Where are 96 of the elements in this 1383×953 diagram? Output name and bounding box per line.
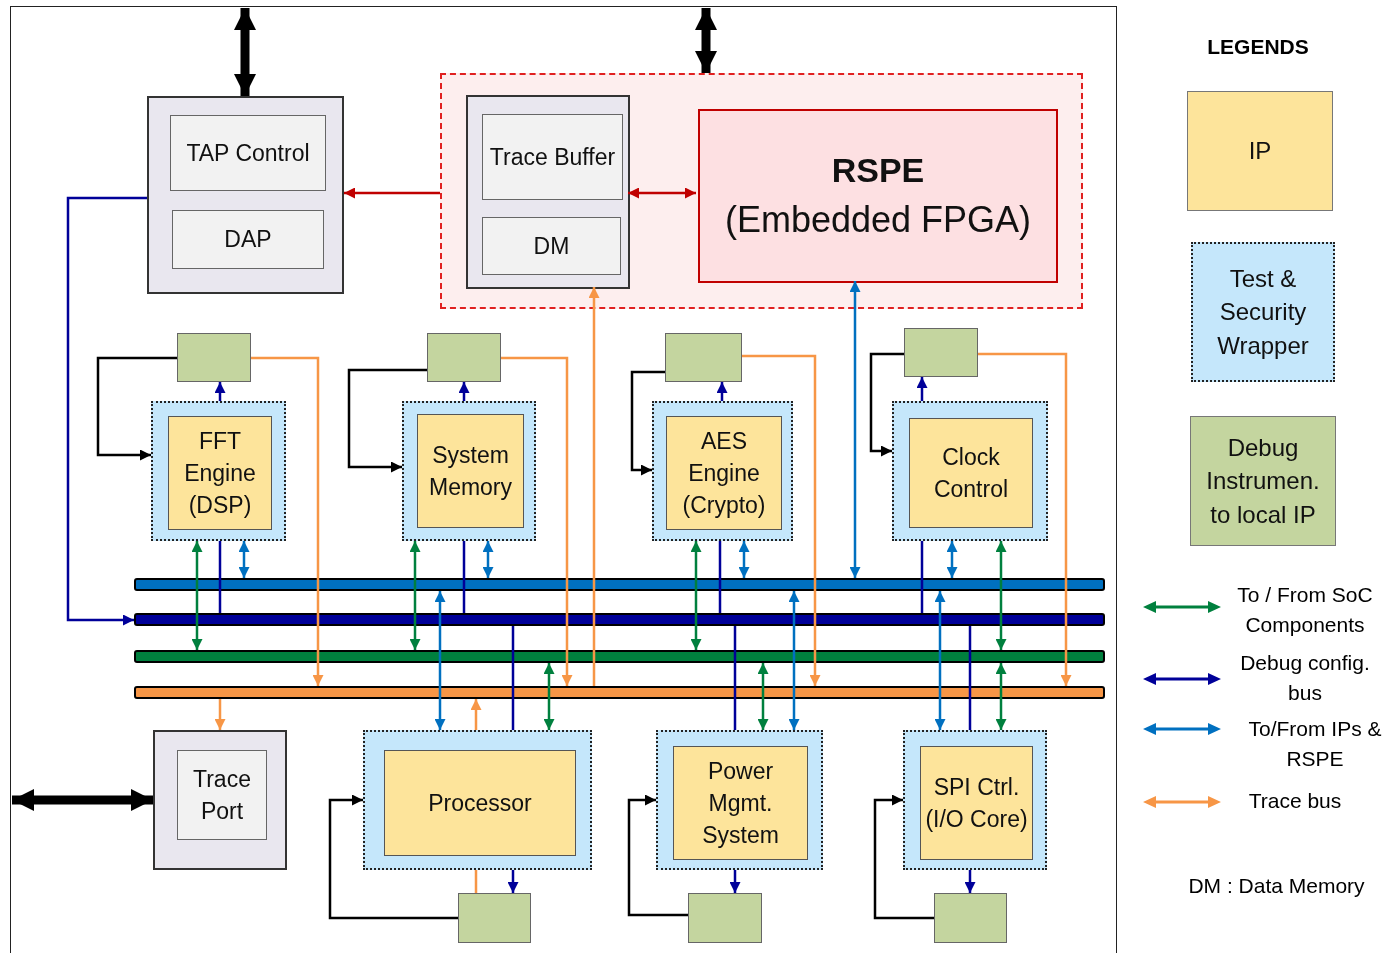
legend-heading: LEGENDS — [1206, 34, 1310, 60]
arrow — [995, 663, 1007, 730]
legend-swatch: Test & Security Wrapper — [1191, 242, 1335, 382]
debug-instrument-box — [934, 893, 1007, 943]
legend-text: To / From SoC Components — [1236, 582, 1374, 639]
arrow — [695, 8, 717, 73]
block-box: DAP — [172, 210, 324, 269]
arrow — [978, 352, 1072, 686]
bus-bar — [134, 578, 1105, 591]
ip-box: Power Mgmt. System — [673, 746, 808, 860]
wrapper-box — [652, 401, 793, 541]
legend-swatch: IP — [1187, 91, 1333, 211]
arrow — [66, 196, 147, 626]
arrow — [409, 541, 421, 650]
wrapper-box — [903, 730, 1047, 870]
arrow — [12, 789, 153, 811]
arrow — [501, 356, 573, 686]
arrow — [946, 541, 958, 578]
wrapper-box — [402, 401, 536, 541]
note-text: DM : Data Memory — [1187, 873, 1366, 899]
connector-line — [462, 541, 466, 613]
ip-box: AES Engine (Crypto) — [666, 416, 782, 530]
bus-bar — [134, 686, 1105, 699]
debug-port-box — [153, 730, 287, 870]
arrow — [729, 870, 741, 893]
ip-box: Clock Control — [909, 418, 1033, 528]
connector-line — [733, 626, 737, 730]
bus-bar — [134, 613, 1105, 626]
arrow — [716, 382, 728, 401]
arrow — [234, 8, 256, 96]
ip-box: System Memory — [417, 414, 524, 528]
arrow — [251, 356, 324, 686]
arrow — [628, 187, 696, 199]
legend-text: Trace bus — [1247, 788, 1343, 814]
arrow — [543, 663, 555, 730]
arrow — [458, 382, 470, 401]
arrow — [507, 870, 519, 893]
arrow — [849, 281, 861, 578]
block-box: Trace Buffer — [482, 114, 623, 200]
debug-instrument-box — [427, 333, 501, 382]
arrow — [191, 541, 203, 650]
wrapper-box — [656, 730, 823, 870]
block-box: Trace Port — [177, 750, 267, 840]
arrow — [588, 287, 600, 686]
arrow — [690, 541, 702, 650]
arrow — [788, 591, 800, 730]
arrow — [482, 541, 494, 578]
arrow — [630, 370, 665, 476]
arrow — [934, 591, 946, 730]
ip-box: FFT Engine (DSP) — [168, 416, 272, 530]
arrow — [627, 794, 688, 917]
arrow — [214, 382, 226, 401]
arrow — [916, 377, 928, 401]
connector-line — [968, 626, 972, 730]
arrow — [869, 352, 904, 457]
arrow — [738, 541, 750, 578]
connector-line — [218, 541, 222, 613]
fpga-region — [440, 73, 1083, 309]
arrow — [757, 663, 769, 730]
block-box: TAP Control — [170, 115, 326, 191]
arrow — [344, 187, 440, 199]
debug-instrument-box — [688, 893, 762, 943]
ip-box: Processor — [384, 750, 576, 856]
legend-text: To/From IPs & RSPE — [1247, 716, 1383, 773]
debug-instrument-box — [904, 328, 978, 377]
arrow — [995, 541, 1007, 650]
legend-text: Debug config. bus — [1239, 650, 1371, 707]
arrow — [214, 699, 226, 730]
wrapper-box — [892, 401, 1048, 541]
arrow — [434, 591, 446, 730]
arrow — [873, 794, 934, 920]
debug-instrument-box — [665, 333, 742, 382]
wrapper-box — [363, 730, 592, 870]
block-box: DM — [482, 217, 621, 275]
arrow — [470, 699, 482, 730]
connector-line — [474, 870, 478, 893]
block-subtitle: (Embedded FPGA) — [724, 197, 1032, 242]
arrow — [742, 354, 821, 686]
debug-instrument-box — [177, 333, 251, 382]
block-title: RSPE — [831, 150, 925, 191]
wrapper-box — [151, 401, 286, 541]
debug-instrument-box — [458, 893, 531, 943]
connector-line — [511, 626, 515, 730]
bus-bar — [134, 650, 1105, 663]
legend-swatch: Debug Instrumen. to local IP — [1190, 416, 1336, 546]
debug-port-box — [466, 95, 630, 289]
fpga-box — [698, 109, 1058, 283]
debug-port-box — [147, 96, 344, 294]
arrow — [238, 541, 250, 578]
ip-box: SPI Ctrl. (I/O Core) — [920, 746, 1033, 860]
arrow — [347, 368, 427, 473]
arrow — [328, 794, 458, 920]
arrow — [964, 870, 976, 893]
connector-line — [718, 541, 722, 613]
arrow — [96, 356, 177, 461]
connector-line — [920, 541, 924, 613]
